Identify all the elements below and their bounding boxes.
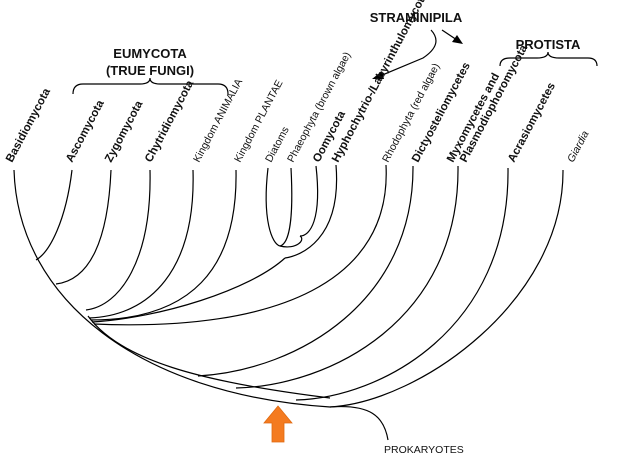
straminipila-label: STRAMINIPILA: [370, 10, 463, 25]
prokaryotes-label: PROKARYOTES: [384, 444, 464, 456]
eumycota-bracket: [72, 77, 229, 95]
eumycota-label: EUMYCOTA: [113, 46, 187, 61]
taxon-zygomycota: Zygomycota: [103, 98, 146, 164]
taxon-rhodophyta: Rhodophyta (red algae): [380, 61, 442, 164]
branch-myxomycetes: [235, 165, 459, 389]
branch-acrasiomycetes: [295, 167, 509, 401]
branch-oomycota: [299, 165, 319, 237]
branch-plantae: [90, 169, 237, 321]
branch-crown-stem: [87, 315, 331, 399]
straminipila-arrowhead-right: [452, 35, 463, 44]
branch-hyphochytrio: [284, 164, 338, 259]
branch-diatoms: [265, 167, 281, 247]
branch-giardia: [329, 169, 564, 408]
straminipila-arrow-left: [379, 29, 437, 77]
branch-ascomycota: [35, 169, 73, 261]
branch-chytridiomycota: [85, 169, 151, 311]
straminipila-arrowhead-left: [372, 71, 384, 79]
taxon-basidiomycota: Basidiomycota: [4, 86, 53, 164]
taxon-chytridiomycota: Chytridiomycota: [143, 78, 196, 164]
taxon-ascomycota: Ascomycota: [64, 98, 107, 165]
true-fungi-label: (TRUE FUNGI): [106, 63, 194, 78]
protista-label: PROTISTA: [516, 37, 581, 52]
tree-branches: [13, 164, 564, 441]
branch-phaeophyta: [279, 167, 293, 247]
straminipila-arrow-right: [441, 29, 458, 41]
branch-straminipila-stem: [91, 257, 286, 323]
protista-bracket: [499, 51, 598, 67]
branch-basidiomycota: [13, 169, 331, 408]
orange-up-arrow-icon: [263, 405, 293, 443]
branch-rhodophyta: [93, 164, 387, 326]
branch-brown-diatom-node: [279, 235, 303, 248]
branch-dictyosteliomycetes: [197, 165, 414, 377]
branch-animalia: [88, 169, 194, 319]
taxon-giardia: Giardia: [565, 129, 592, 165]
taxon-acrasiomycetes: Acrasiomycetes: [506, 81, 558, 165]
branch-prokaryotes: [329, 405, 389, 441]
branch-zygomycota: [55, 169, 112, 285]
